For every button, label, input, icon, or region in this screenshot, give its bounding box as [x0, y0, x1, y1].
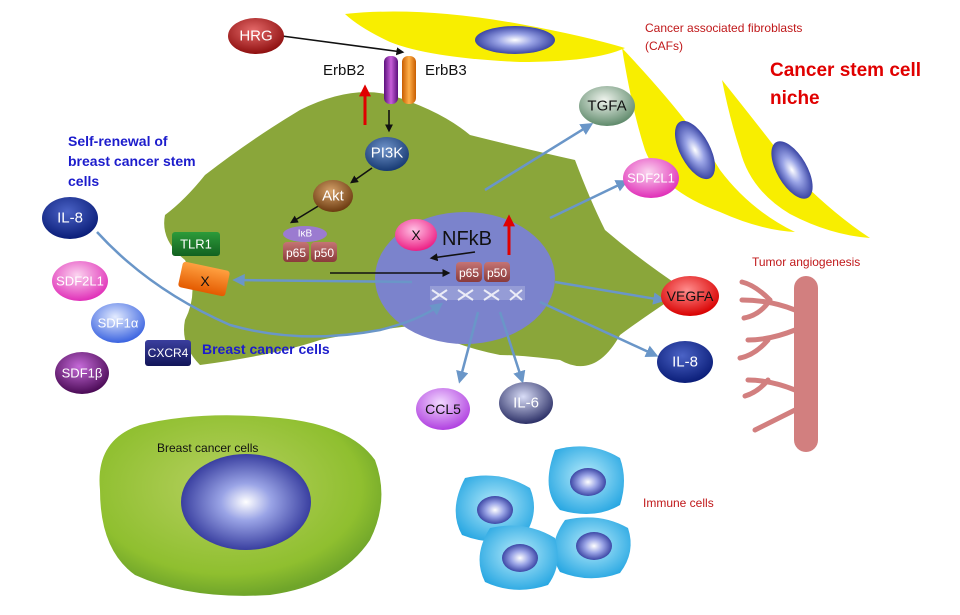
caf-fibroblasts — [345, 11, 870, 238]
akt-node — [313, 180, 353, 212]
immune-cells-label: Immune cells — [643, 496, 714, 510]
x-factor-nucleus-label: X — [411, 227, 421, 243]
breast-cancer-cells-main-label: Breast cancer cells — [202, 341, 330, 357]
il8-right-node — [657, 341, 713, 383]
x-factor-nucleus — [395, 219, 437, 251]
signal-arrows-blue — [96, 123, 666, 384]
niche-label-line2: niche — [770, 88, 820, 109]
erbb2-label: ErbB2 — [323, 62, 365, 79]
sdf2l1-left-label: SDF2L1 — [56, 274, 104, 289]
sdf1a-node — [91, 303, 145, 343]
upregulation-arrows-red — [359, 84, 515, 255]
tlr1-receptor — [172, 232, 220, 256]
x-receptor — [178, 261, 230, 297]
blood-vessel — [737, 276, 818, 452]
cxcr4-receptor — [145, 340, 191, 366]
pi3k-label: PI3K — [371, 145, 404, 162]
cxcr4-label: CXCR4 — [148, 346, 189, 360]
erbb2-receptor — [384, 56, 398, 104]
tgfa-label: TGFA — [587, 98, 626, 115]
vegfa-label: VEGFA — [667, 288, 714, 304]
tgfa-node — [579, 86, 635, 126]
nfkb-label: NFkB — [442, 228, 492, 250]
self-renewal-label-2: breast cancer stem — [68, 153, 196, 169]
sdf2l1-right-node — [623, 158, 679, 198]
hrg-label: HRG — [239, 28, 272, 45]
immune-cells — [455, 446, 631, 590]
signal-arrows-black — [281, 35, 476, 277]
il8-left-label: IL-8 — [57, 210, 83, 227]
breast-cancer-cell-lower — [99, 415, 382, 596]
p50-label-cytoplasm: p50 — [314, 246, 334, 260]
caf-abbrev-label: (CAFs) — [645, 39, 683, 53]
il8-right-label: IL-8 — [672, 354, 698, 371]
ccl5-node — [416, 388, 470, 430]
dna-strand — [430, 286, 525, 301]
akt-label: Akt — [322, 188, 345, 205]
il6-label: IL-6 — [513, 395, 539, 412]
tumor-angiogenesis-label: Tumor angiogenesis — [752, 255, 860, 269]
erbb3-receptor — [402, 56, 416, 104]
x-receptor-label: X — [200, 273, 210, 289]
p65-label-cytoplasm: p65 — [286, 246, 306, 260]
ccl5-label: CCL5 — [425, 401, 461, 417]
sdf2l1-left-node — [52, 261, 108, 301]
hrg-node — [228, 18, 284, 54]
vegfa-node — [661, 276, 719, 316]
tlr1-label: TLR1 — [180, 237, 212, 252]
niche-label-line1: Cancer stem cell — [770, 60, 921, 81]
erbb3-label: ErbB3 — [425, 62, 467, 79]
ikb-complex — [283, 226, 337, 262]
p65-label-nucleus: p65 — [459, 266, 479, 280]
p50-box-nucleus — [484, 262, 510, 282]
il6-node — [499, 382, 553, 424]
sdf1b-node — [55, 352, 109, 394]
caf-title-label: Cancer associated fibroblasts — [645, 21, 802, 35]
p50-label-nucleus: p50 — [487, 266, 507, 280]
ikb-label: IκB — [298, 229, 313, 240]
self-renewal-label-3: cells — [68, 173, 99, 189]
pi3k-node — [365, 137, 409, 171]
self-renewal-label-1: Self-renewal of — [68, 133, 168, 149]
breast-cancer-cells-lower-label: Breast cancer cells — [157, 441, 258, 455]
sdf1a-label: SDF1α — [98, 316, 139, 331]
il8-left-node — [42, 197, 98, 239]
p65-box-nucleus — [456, 262, 482, 282]
sdf1b-label: SDF1β — [62, 366, 103, 381]
sdf2l1-right-label: SDF2L1 — [627, 171, 675, 186]
